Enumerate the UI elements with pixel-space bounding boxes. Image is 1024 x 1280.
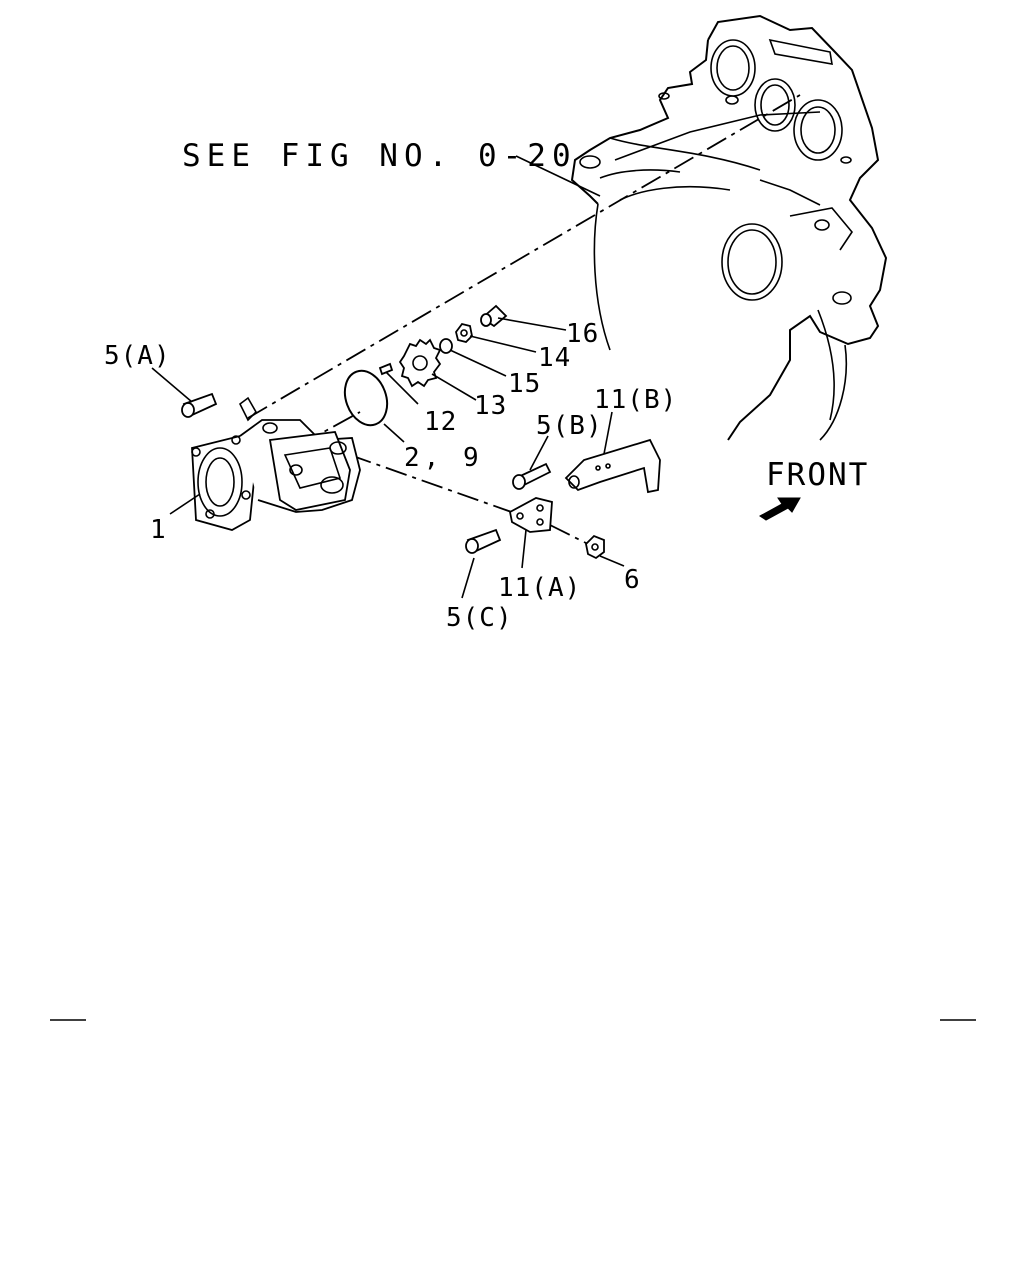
bracket-11b bbox=[564, 438, 661, 494]
bolt-16 bbox=[480, 304, 508, 328]
callout-5c: 5(C) bbox=[446, 603, 513, 633]
flywheel-housing bbox=[570, 14, 888, 441]
bolt-5c bbox=[465, 528, 502, 554]
callout-5b: 5(B) bbox=[536, 411, 603, 441]
o-ring bbox=[343, 369, 389, 427]
nut bbox=[455, 322, 473, 343]
callout-12: 12 bbox=[424, 407, 457, 437]
bolt-5b bbox=[512, 462, 552, 490]
bracket-11a bbox=[508, 497, 553, 533]
callout-11b: 11(B) bbox=[594, 385, 677, 415]
callout-15: 15 bbox=[508, 369, 541, 399]
nut-6 bbox=[585, 534, 605, 560]
callout-6: 6 bbox=[624, 565, 641, 595]
leader-lines bbox=[151, 155, 625, 599]
bolt-5a bbox=[181, 392, 218, 418]
direction-label: FRONT bbox=[766, 457, 869, 493]
callout-13: 13 bbox=[474, 391, 507, 421]
callout-16: 16 bbox=[566, 319, 599, 349]
callout-2-9: 2, 9 bbox=[404, 443, 483, 473]
callout-11a: 11(A) bbox=[498, 573, 581, 603]
gear bbox=[398, 338, 442, 388]
reference-note: SEE FIG NO. 0-20 bbox=[182, 138, 577, 174]
bracket-center-line bbox=[349, 454, 521, 516]
washer bbox=[439, 338, 453, 354]
callout-1: 1 bbox=[150, 515, 167, 545]
bracket-nut-line bbox=[549, 524, 591, 546]
callout-14: 14 bbox=[538, 343, 571, 373]
key bbox=[378, 362, 394, 376]
front-arrow-icon bbox=[759, 497, 801, 521]
center-line bbox=[247, 94, 801, 419]
callout-5a: 5(A) bbox=[104, 341, 171, 371]
fuel-pump-assembly bbox=[191, 396, 361, 531]
